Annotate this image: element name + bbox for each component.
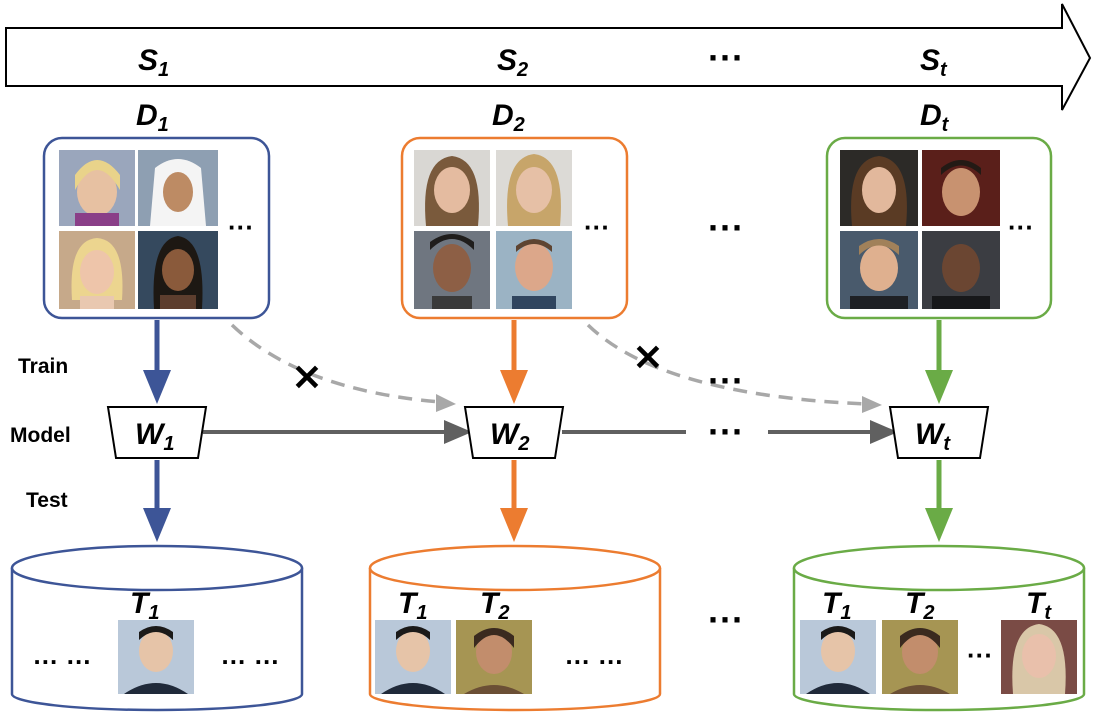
test-face-thumbnail bbox=[800, 620, 876, 694]
test-arrow-1 bbox=[143, 460, 171, 542]
test-label-3-1: T1 bbox=[822, 587, 851, 624]
dashed-ellipsis: ··· bbox=[708, 360, 744, 401]
test-dots-t: ··· bbox=[967, 640, 993, 670]
face-thumbnail bbox=[496, 150, 572, 226]
test-arrow-t bbox=[925, 460, 953, 542]
dataset-more-2: ··· bbox=[584, 212, 610, 242]
model-transfer-arrow-2 bbox=[562, 420, 898, 444]
dataset-label-t: Dt bbox=[920, 99, 950, 136]
test-label-3-t: Tt bbox=[1026, 587, 1052, 624]
row-label-train: Train bbox=[18, 355, 68, 378]
face-thumbnail bbox=[922, 150, 1000, 226]
dataset-row-ellipsis: ··· bbox=[708, 207, 744, 248]
test-label-2-1: T1 bbox=[398, 587, 427, 624]
model-block-t bbox=[888, 406, 990, 459]
row-label-test: Test bbox=[26, 489, 68, 512]
face-thumbnail bbox=[414, 231, 490, 309]
train-arrow-1 bbox=[143, 320, 171, 404]
train-arrow-t bbox=[925, 320, 953, 404]
model-label-1: W1 bbox=[135, 418, 174, 455]
model-label-t: Wt bbox=[915, 418, 951, 455]
dataset-label-2: D2 bbox=[492, 99, 525, 136]
stage-label-t: St bbox=[920, 44, 948, 81]
test-face-thumbnail bbox=[456, 620, 532, 694]
model-transfer-arrow-1 bbox=[203, 420, 472, 444]
row-label-model: Model bbox=[10, 424, 71, 447]
face-thumbnail bbox=[840, 150, 918, 226]
test-face-thumbnail bbox=[375, 620, 451, 694]
test-face-thumbnail bbox=[1001, 620, 1077, 694]
blocked-mark-2: ✕ bbox=[633, 337, 663, 378]
test-face-thumbnail bbox=[882, 620, 958, 694]
test-arrow-2 bbox=[500, 460, 528, 542]
test-label-1-1: T1 bbox=[130, 587, 159, 624]
test-label-3-2: T2 bbox=[905, 587, 934, 624]
model-ellipsis: ··· bbox=[708, 411, 744, 452]
stage-label-1: S1 bbox=[138, 44, 169, 81]
test-dots-right-1: … … bbox=[220, 640, 279, 670]
test-dots-left-1: … … bbox=[32, 640, 91, 670]
blocked-mark-1: ✕ bbox=[292, 357, 322, 398]
dataset-more-1: ··· bbox=[228, 212, 254, 242]
face-thumbnail bbox=[138, 150, 218, 226]
face-thumbnail bbox=[922, 231, 1000, 309]
test-dots-2: … … bbox=[564, 640, 623, 670]
face-thumbnail bbox=[59, 231, 135, 309]
train-arrow-2 bbox=[500, 320, 528, 404]
model-label-2: W2 bbox=[490, 418, 529, 455]
dataset-more-t: ··· bbox=[1008, 212, 1034, 242]
face-thumbnail bbox=[840, 231, 918, 309]
face-thumbnail bbox=[414, 150, 490, 226]
face-thumbnail bbox=[496, 231, 572, 309]
model-block-1 bbox=[106, 406, 208, 459]
blocked-data-arrow-2 bbox=[586, 323, 882, 413]
test-label-2-2: T2 bbox=[480, 587, 509, 624]
dataset-label-1: D1 bbox=[136, 99, 169, 136]
blocked-data-arrow-1 bbox=[230, 323, 456, 412]
model-block-2 bbox=[463, 406, 565, 459]
face-thumbnail bbox=[59, 150, 135, 226]
test-face-thumbnail bbox=[118, 620, 194, 694]
timeline-ellipsis: ··· bbox=[708, 37, 744, 78]
stage-label-2: S2 bbox=[497, 44, 528, 81]
face-thumbnail bbox=[138, 231, 218, 309]
test-row-ellipsis: ··· bbox=[708, 599, 744, 640]
timeline-arrow bbox=[5, 3, 1092, 111]
